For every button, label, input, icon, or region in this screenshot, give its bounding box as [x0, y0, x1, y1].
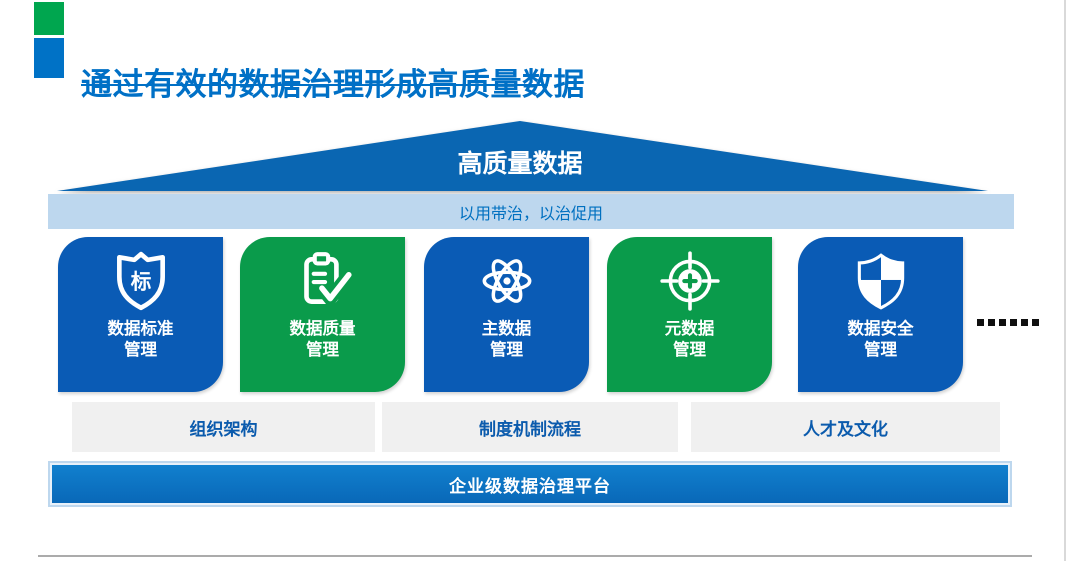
- platform-bar-inner: 企业级数据治理平台: [50, 463, 1010, 505]
- quality-checklist-icon: [303, 252, 354, 310]
- right-frame-line: [1064, 0, 1066, 561]
- pillar-label: 组织架构: [189, 419, 258, 439]
- card-label: 元数据 管理: [664, 320, 715, 359]
- pillar-label: 人才及文化: [803, 419, 888, 439]
- dot: [977, 319, 984, 326]
- atom-icon: [482, 259, 531, 303]
- card-label: 数据质量 管理: [289, 320, 356, 359]
- band-label: 以用带治，以治促用: [458, 205, 603, 223]
- title-underline: [81, 84, 548, 86]
- standard-shield-icon: 标: [116, 251, 165, 311]
- accent-green-square: [34, 2, 64, 35]
- roof-label: 高质量数据: [457, 150, 583, 178]
- dot: [1032, 319, 1039, 326]
- bottom-divider-line: [38, 555, 1032, 557]
- governance-band: 以用带治，以治促用: [48, 194, 1014, 229]
- card-data-quality: 数据质量 管理: [240, 237, 405, 392]
- card-metadata: 元数据 管理: [607, 237, 772, 392]
- platform-bar: 企业级数据治理平台: [48, 461, 1012, 507]
- page-title: 通过有效的数据治理形成高质量数据: [81, 66, 585, 102]
- security-shield-icon: [857, 253, 904, 310]
- dot: [1010, 319, 1017, 326]
- svg-text:标: 标: [129, 270, 151, 294]
- card-data-standard: 标 数据标准 管理: [58, 237, 223, 392]
- pillar-organization: 组织架构: [72, 402, 375, 452]
- dot: [999, 319, 1006, 326]
- accent-blue-square: [34, 38, 64, 78]
- more-indicator: ......: [977, 319, 1039, 326]
- card-label: 主数据 管理: [481, 320, 532, 359]
- card-label: 数据安全 管理: [847, 320, 914, 359]
- card-label: 数据标准 管理: [107, 320, 174, 359]
- dot: [988, 319, 995, 326]
- platform-label: 企业级数据治理平台: [449, 476, 611, 496]
- dot: [1021, 319, 1028, 326]
- card-master-data: 主数据 管理: [424, 237, 589, 392]
- card-data-security: 数据安全 管理: [798, 237, 963, 392]
- pillar-talent-culture: 人才及文化: [691, 402, 1000, 452]
- pillar-label: 制度机制流程: [479, 419, 581, 439]
- roof-triangle: [57, 121, 988, 191]
- metadata-target-icon: [659, 251, 720, 311]
- pillar-process: 制度机制流程: [382, 402, 678, 452]
